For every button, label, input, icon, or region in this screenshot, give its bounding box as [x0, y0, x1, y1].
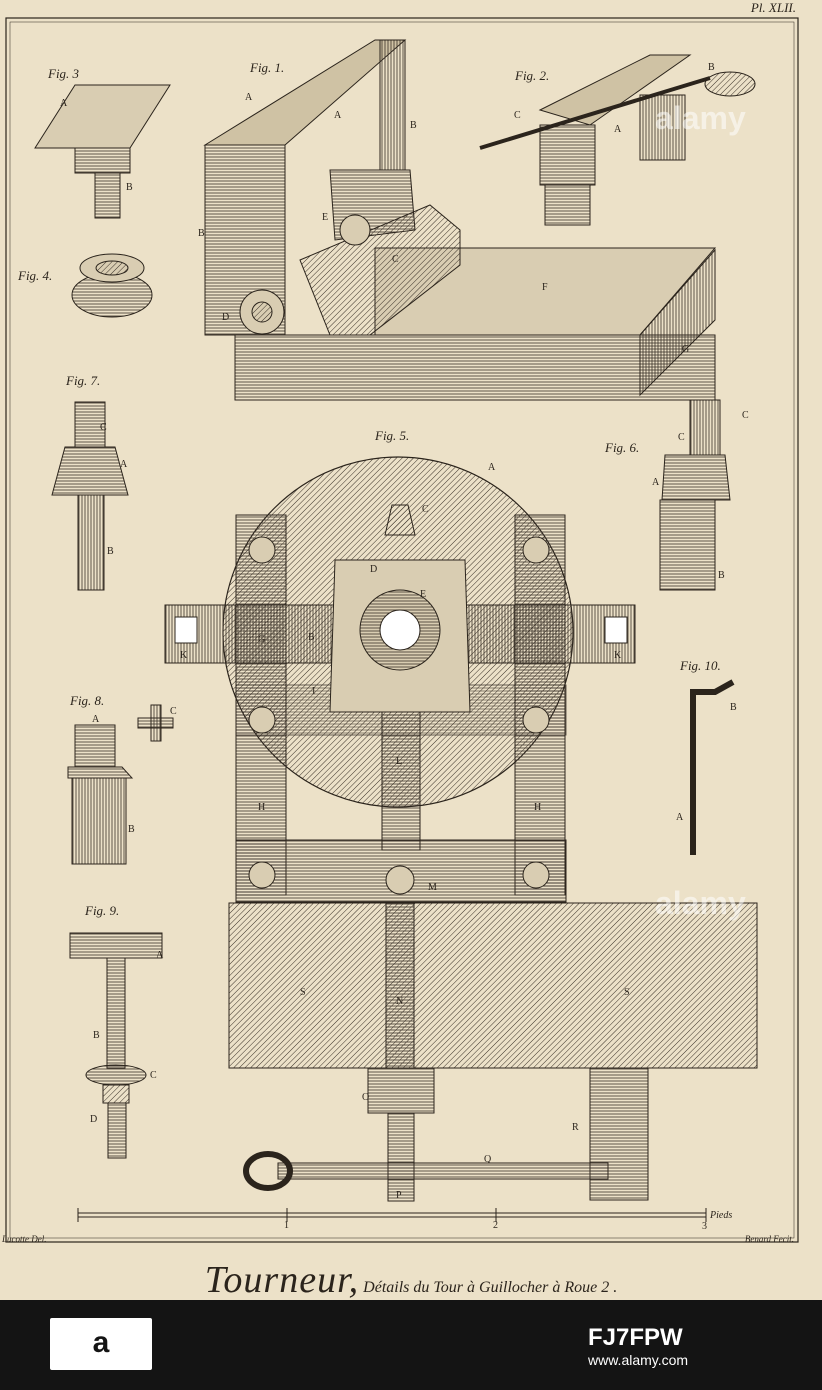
- figure-10-drawing: [690, 679, 735, 855]
- letter-label: I: [312, 686, 315, 697]
- engraving-plate: 1 2 3 Pieds Fig. 1. Fig. 2. Fig. 3 Fig. …: [0, 0, 822, 1302]
- letter-label: C: [742, 410, 749, 421]
- letter-label: G: [258, 634, 265, 645]
- scale-unit: Pieds: [709, 1210, 732, 1221]
- letter-label: A: [652, 477, 660, 488]
- letter-label: O: [362, 1092, 369, 1103]
- letter-label: H: [534, 802, 541, 813]
- plate-caption: Tourneur, Détails du Tour à Guillocher à…: [0, 1258, 822, 1302]
- letter-label: B: [107, 546, 114, 557]
- plate-illustration: 1 2 3 Pieds Fig. 1. Fig. 2. Fig. 3 Fig. …: [5, 17, 799, 1243]
- fig-2-title: Fig. 2.: [514, 68, 549, 83]
- fig-1-title: Fig. 1.: [249, 60, 284, 75]
- figure-1-drawing: [203, 39, 717, 401]
- letter-label: C: [170, 706, 177, 717]
- reference-letters: A A B B C D E F G B C A A B C A B C C A …: [60, 62, 749, 1201]
- letter-label: C: [514, 110, 521, 121]
- letter-label: E: [420, 589, 426, 600]
- letter-label: C: [392, 254, 399, 265]
- letter-label: K: [614, 650, 622, 661]
- letter-label: S: [624, 987, 630, 998]
- figure-7-drawing: [51, 401, 129, 591]
- letter-label: B: [198, 228, 205, 239]
- stock-footer: a FJ7FPW www.alamy.com: [0, 1300, 822, 1390]
- watermark: alamy: [655, 885, 746, 921]
- fig-4-title: Fig. 4.: [17, 268, 52, 283]
- letter-label: C: [678, 432, 685, 443]
- figure-6-drawing: [659, 399, 731, 591]
- letter-label: C: [150, 1070, 157, 1081]
- letter-label: A: [334, 110, 342, 121]
- letter-label: D: [370, 564, 377, 575]
- caption-title: Tourneur,: [204, 1259, 360, 1301]
- letter-label: L: [396, 756, 402, 767]
- letter-label: B: [410, 120, 417, 131]
- scale-tick-3: 3: [702, 1221, 707, 1232]
- footer-url: www.alamy.com: [588, 1352, 689, 1368]
- letter-label: S: [300, 987, 306, 998]
- watermark-layer: alamy alamy: [655, 100, 746, 921]
- watermark: alamy: [655, 100, 746, 136]
- letter-label: B: [730, 702, 737, 713]
- letter-label: C: [100, 422, 107, 433]
- letter-label: E: [322, 212, 328, 223]
- letter-label: D: [222, 312, 229, 323]
- letter-label: A: [614, 124, 622, 135]
- letter-label: K: [180, 650, 188, 661]
- alamy-logo-icon: a: [50, 1318, 152, 1370]
- fig-9-title: Fig. 9.: [84, 903, 119, 918]
- fig-10-title: Fig. 10.: [679, 658, 721, 673]
- letter-label: B: [308, 632, 315, 643]
- letter-label: A: [156, 950, 164, 961]
- image-id: FJ7FPW: [588, 1324, 683, 1351]
- letter-label: B: [126, 182, 133, 193]
- letter-label: B: [708, 62, 715, 73]
- letter-label: A: [245, 92, 253, 103]
- letter-label: R: [572, 1122, 579, 1133]
- credit-engraved-by: Benard Fecit.: [744, 1234, 794, 1244]
- figure-4-drawing: [71, 253, 153, 318]
- figure-5-drawing: [164, 456, 758, 1202]
- letter-label: M: [428, 882, 437, 893]
- fig-6-title: Fig. 6.: [604, 440, 639, 455]
- letter-label: Q: [484, 1154, 492, 1165]
- scale-tick-1: 1: [284, 1220, 289, 1231]
- figure-3-drawing: [34, 84, 171, 219]
- letter-label: H: [258, 802, 265, 813]
- letter-label: F: [542, 282, 548, 293]
- letter-label: P: [396, 1190, 402, 1201]
- fig-3-title: Fig. 3: [47, 66, 80, 81]
- letter-label: N: [396, 996, 403, 1007]
- scale-bar: 1 2 3 Pieds: [77, 1208, 732, 1232]
- letter-label: A: [120, 459, 128, 470]
- letter-label: A: [488, 462, 496, 473]
- fig-7-title: Fig. 7.: [65, 373, 100, 388]
- credit-drawn-by: Lucotte Del.: [2, 1234, 47, 1244]
- letter-label: A: [60, 98, 68, 109]
- letter-label: C: [422, 504, 429, 515]
- letter-label: B: [93, 1030, 100, 1041]
- letter-label: B: [718, 570, 725, 581]
- fig-5-title: Fig. 5.: [374, 428, 409, 443]
- scale-tick-2: 2: [493, 1220, 498, 1231]
- letter-label: A: [92, 714, 100, 725]
- letter-label: A: [676, 812, 684, 823]
- fig-8-title: Fig. 8.: [69, 693, 104, 708]
- letter-label: G: [682, 344, 689, 355]
- figure-8-drawing: [67, 704, 174, 865]
- plate-number: Pl. XLII.: [750, 0, 796, 15]
- letter-label: B: [128, 824, 135, 835]
- figure-2-drawing: [479, 54, 756, 226]
- figure-9-drawing: [69, 932, 163, 1159]
- caption-subtitle: Détails du Tour à Guillocher à Roue 2 .: [363, 1279, 618, 1296]
- letter-label: D: [90, 1114, 97, 1125]
